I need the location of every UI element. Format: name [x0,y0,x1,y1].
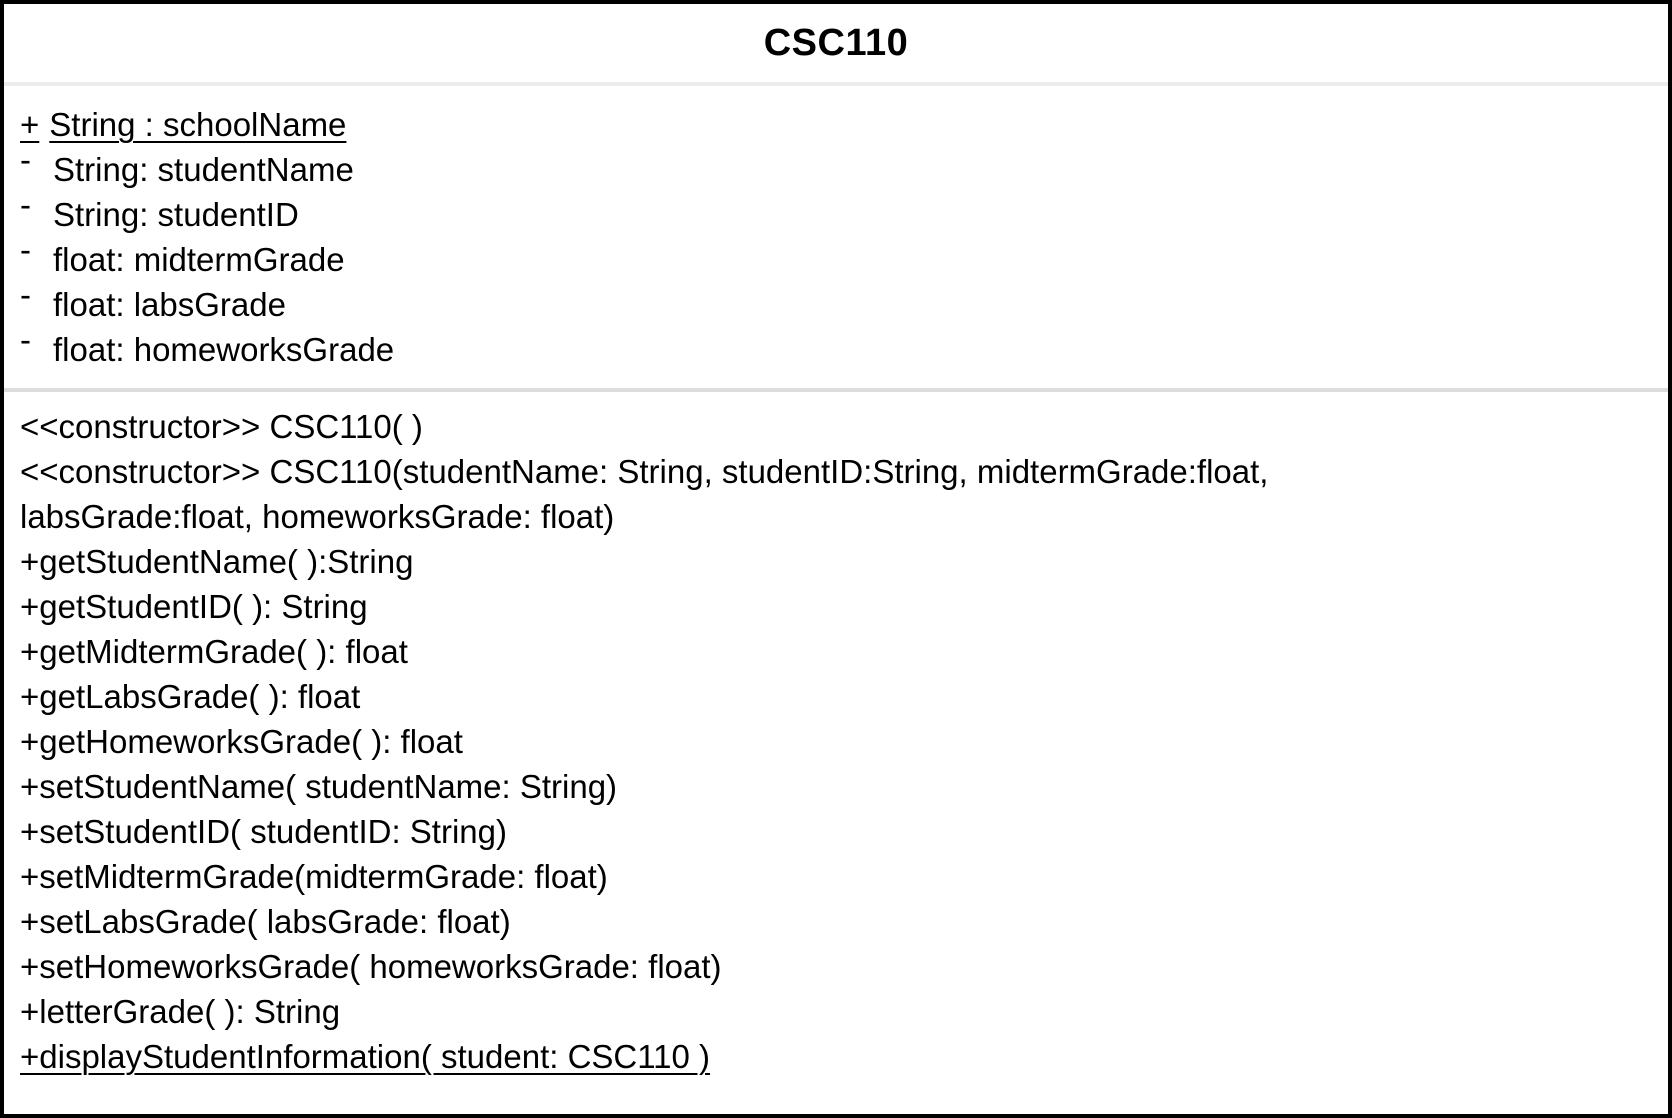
attribute-text: String: studentName [53,151,354,188]
attribute-row: -float: midtermGrade [20,231,1430,282]
method-row: +getStudentID( ): String [20,584,1430,629]
method-text: +getLabsGrade( ): float [20,678,361,715]
method-text: +displayStudentInformation( student: CSC… [20,1038,711,1075]
attribute-visibility-marker: - [20,141,31,179]
method-row: +getLabsGrade( ): float [20,674,1430,719]
attribute-visibility-marker: - [20,231,31,269]
method-line: +letterGrade( ): String [20,993,340,1030]
method-line: +setHomeworksGrade( homeworksGrade: floa… [20,948,722,985]
method-text: <<constructor>> CSC110( ) [20,408,423,445]
method-row: +setStudentID( studentID: String) [20,809,1430,854]
attribute-row: -String: studentName [20,141,1430,192]
method-line: +getMidtermGrade( ): float [20,633,408,670]
method-row: <<constructor>> CSC110(studentName: Stri… [20,449,1430,539]
name-attributes-divider [4,82,1668,86]
method-text: +letterGrade( ): String [20,993,341,1030]
method-line: +setStudentName( studentName: String) [20,768,617,805]
method-text: +setLabsGrade( labsGrade: float) [20,903,511,940]
attribute-row: -float: homeworksGrade [20,321,1430,372]
attributes-methods-divider [4,388,1668,392]
attribute-line: +String : schoolName [20,106,346,143]
method-row: +setLabsGrade( labsGrade: float) [20,899,1430,944]
attribute-visibility-marker: + [20,106,40,143]
attribute-visibility-marker: - [20,276,31,314]
method-text: +getStudentID( ): String [20,588,368,625]
method-row: +setMidtermGrade(midtermGrade: float) [20,854,1430,899]
method-row: +setHomeworksGrade( homeworksGrade: floa… [20,944,1430,989]
attribute-line: -String: studentID [20,186,299,233]
method-line: +getHomeworksGrade( ): float [20,723,463,760]
method-row: +letterGrade( ): String [20,989,1430,1034]
attribute-line: -float: homeworksGrade [20,321,395,368]
method-text: +setStudentName( studentName: String) [20,768,618,805]
attribute-row: -float: labsGrade [20,276,1430,327]
attribute-line: -float: labsGrade [20,276,286,323]
method-line: +getStudentID( ): String [20,588,368,625]
methods-compartment: <<constructor>> CSC110( ) <<constructor>>… [4,392,1668,1114]
attribute-row: +String : schoolName [20,102,1430,147]
attribute-text: float: labsGrade [53,286,286,323]
attribute-visibility-marker: - [20,321,31,359]
method-text: +setStudentID( studentID: String) [20,813,507,850]
method-row: +setStudentName( studentName: String) [20,764,1430,809]
method-row: +getMidtermGrade( ): float [20,629,1430,674]
attribute-line: -float: midtermGrade [20,231,345,278]
method-row: +getStudentName( ):String [20,539,1430,584]
method-text: +setMidtermGrade(midtermGrade: float) [20,858,608,895]
method-line: +getStudentName( ):String [20,543,413,580]
method-line: +setLabsGrade( labsGrade: float) [20,903,511,940]
attribute-text: String : schoolName [49,106,347,143]
attribute-visibility-marker: - [20,186,31,224]
method-text: +getStudentName( ):String [20,543,414,580]
attribute-line: -String: studentName [20,141,354,188]
method-text: <<constructor>> CSC110(studentName: Stri… [20,453,1269,535]
method-line: +setMidtermGrade(midtermGrade: float) [20,858,608,895]
method-row: +displayStudentInformation( student: CSC… [20,1034,1430,1079]
attributes-compartment: +String : schoolName-String: studentName… [4,86,1668,388]
method-line: +setStudentID( studentID: String) [20,813,507,850]
method-text: +setHomeworksGrade( homeworksGrade: floa… [20,948,722,985]
method-row: +getHomeworksGrade( ): float [20,719,1430,764]
method-row: <<constructor>> CSC110( ) [20,404,1430,449]
class-name: CSC110 [763,21,909,64]
attribute-row: -String: studentID [20,186,1430,237]
attribute-text: String: studentID [53,196,299,233]
attribute-text: float: midtermGrade [53,241,345,278]
attribute-text: float: homeworksGrade [53,331,395,368]
method-line: <<constructor>> CSC110( ) [20,408,423,445]
method-text: +getHomeworksGrade( ): float [20,723,463,760]
method-text: +getMidtermGrade( ): float [20,633,408,670]
class-name-compartment: CSC110 [4,4,1668,82]
method-line: +getLabsGrade( ): float [20,678,360,715]
method-line: <<constructor>> CSC110(studentName: Stri… [20,453,1268,535]
method-line: +displayStudentInformation( student: CSC… [20,1038,710,1075]
